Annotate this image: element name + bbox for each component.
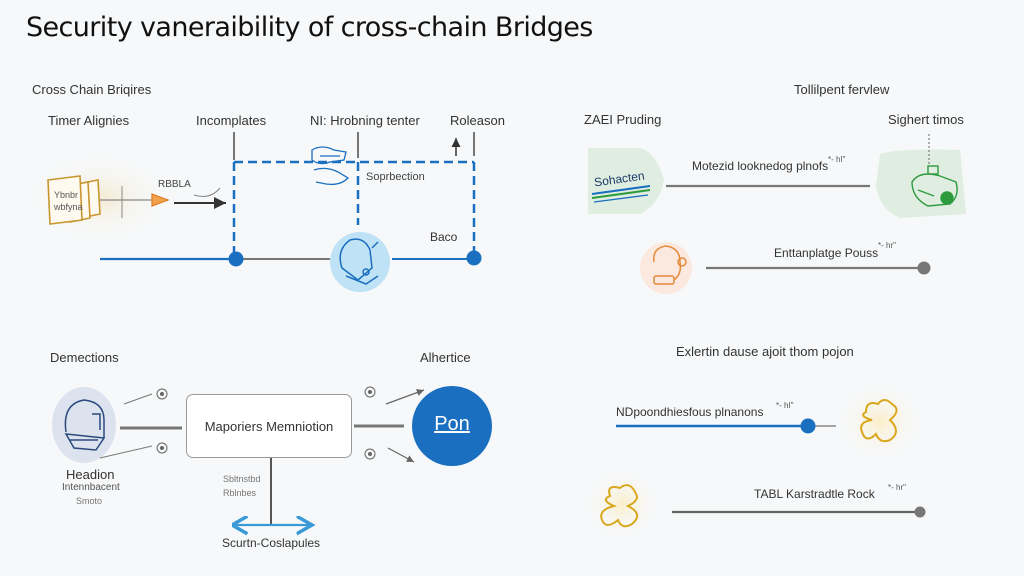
bridge-hand-icon xyxy=(339,238,379,285)
helmet-icon xyxy=(64,399,106,451)
column-label: NI: Hrobning tenter xyxy=(310,113,420,128)
row-superscript: *- hr" xyxy=(888,483,906,492)
panel-heading-demections: Demections xyxy=(50,350,119,365)
endpoint-node[interactable] xyxy=(914,506,926,518)
headset-icon xyxy=(653,245,687,285)
pon-label: Pon xyxy=(434,413,470,435)
panel-heading-alhertice: Alhertice xyxy=(420,350,471,365)
timer-label: Sighert timos xyxy=(888,112,964,127)
panel-heading-overview: Tollilpent fervlew xyxy=(794,82,890,97)
knot-icon-gold xyxy=(860,399,898,443)
column-label: Roleason xyxy=(450,113,505,128)
junction-node-right[interactable] xyxy=(466,250,482,266)
row-label: Enttanplatge Pouss xyxy=(774,246,879,260)
node-caption-sub: Intennbacent xyxy=(62,482,120,493)
row-superscript: *- hI" xyxy=(828,155,846,164)
row-superscript: *- hr" xyxy=(878,241,896,250)
timer-node-bg xyxy=(876,149,966,218)
progress-handle[interactable] xyxy=(800,418,816,434)
hand-sketch-icon xyxy=(311,146,350,186)
arrow-label: RBBLA xyxy=(158,179,191,190)
junction-node-left[interactable] xyxy=(228,251,244,267)
line-label: Baco xyxy=(430,230,458,244)
document-text: Ybnbr xyxy=(54,190,79,200)
headset-node-bg xyxy=(640,242,692,294)
row-superscript: *- hI" xyxy=(776,401,794,410)
column-label: Incomplates xyxy=(196,113,267,128)
schedule-node-bg xyxy=(588,148,664,214)
node-caption-small: Smoto xyxy=(76,496,103,506)
row-label: Motezid looknedog plnofs xyxy=(692,159,829,173)
schedule-badge-stripes xyxy=(591,185,651,203)
panel-heading-cross-chain: Cross Chain Briqires xyxy=(32,82,152,97)
stem-label: Sbltnstbd xyxy=(223,474,261,484)
camera-machine-icon xyxy=(911,165,958,207)
row-label: NDpoondhiesfous plnanons xyxy=(616,405,764,419)
row-label: TABL Karstradtle Rock xyxy=(754,487,875,501)
network-glyph-icon xyxy=(156,386,376,460)
dashed-boundary xyxy=(232,160,476,258)
box-label: Soprbection xyxy=(366,171,425,183)
pon-node[interactable] xyxy=(412,386,492,466)
bottom-label: Scurtn-Coslapules xyxy=(222,536,321,550)
stem-label: Rblnbes xyxy=(223,488,257,498)
column-label: Timer Alignies xyxy=(48,113,130,128)
orange-node-icon xyxy=(151,193,170,207)
document-text: wbfyna xyxy=(54,202,83,212)
page-title: Security vaneraibility of cross-chain Br… xyxy=(26,12,593,43)
helmet-node-bg xyxy=(52,387,116,463)
schedule-label: ZAEI Pruding xyxy=(584,112,662,127)
center-process-box[interactable]: Maporiers Memniotion xyxy=(186,394,352,458)
document-stack-icon xyxy=(47,175,101,225)
endpoint-node[interactable] xyxy=(917,261,931,275)
node-caption-title: Headion xyxy=(66,467,115,482)
center-process-label: Maporiers Memniotion xyxy=(204,418,334,434)
panel-heading-exlertin: Exlertin dause ajoit thom pojon xyxy=(676,344,854,359)
knot-icon-gold-2 xyxy=(600,484,639,528)
bridge-node[interactable] xyxy=(330,232,390,292)
